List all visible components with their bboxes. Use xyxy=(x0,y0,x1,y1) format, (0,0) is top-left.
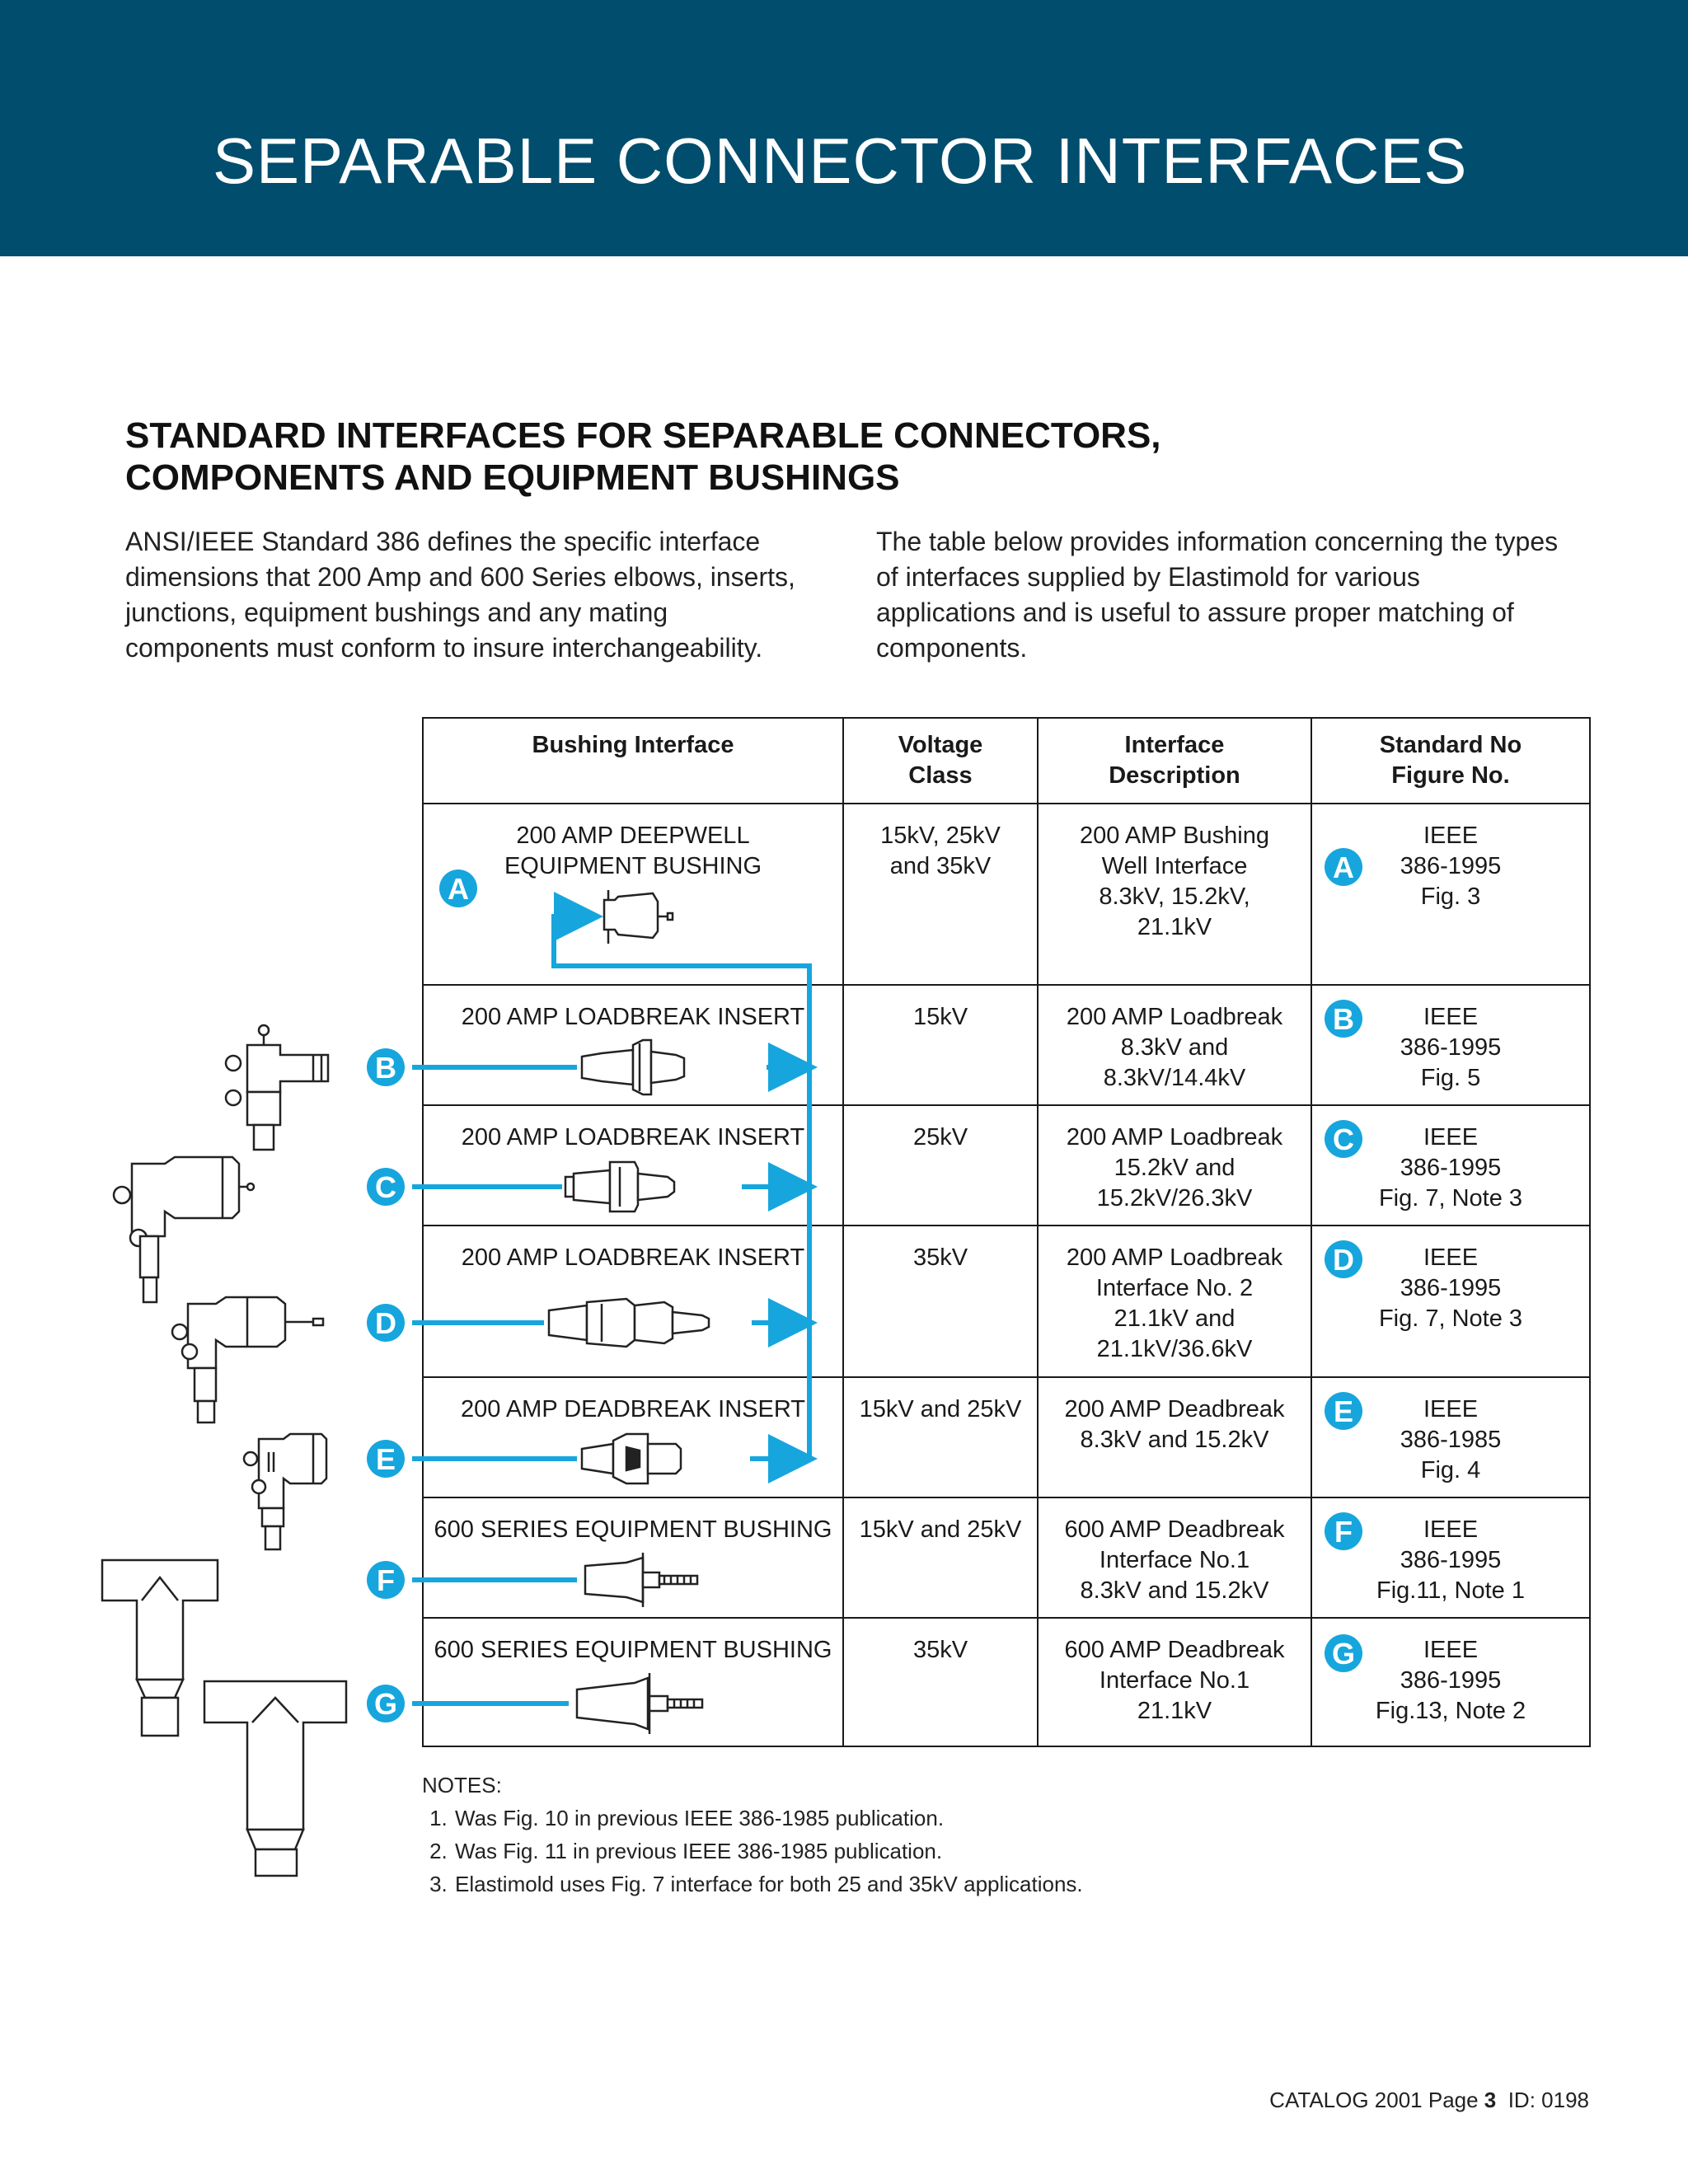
table-row: 200 AMP LOADBREAK INSERT 15kV 200 AMP Lo… xyxy=(422,984,1591,1106)
table-row: 200 AMP LOADBREAK INSERT 35kV 200 AMP Lo… xyxy=(422,1225,1591,1378)
intro-paragraph: ANSI/IEEE Standard 386 defines the speci… xyxy=(125,524,1561,666)
header-bushing-interface: Bushing Interface xyxy=(422,717,844,804)
notes-list: Was Fig. 10 in previous IEEE 386-1985 pu… xyxy=(422,1802,1083,1900)
table-row: 600 SERIES EQUIPMENT BUSHING 35kV 600 AM… xyxy=(422,1617,1591,1747)
table-row: 600 SERIES EQUIPMENT BUSHING 15kV and 25… xyxy=(422,1497,1591,1619)
svg-text:D: D xyxy=(375,1306,396,1340)
cell-voltage: 35kV xyxy=(842,1225,1039,1378)
svg-text:B: B xyxy=(375,1051,396,1085)
cell-bushing: 600 SERIES EQUIPMENT BUSHING xyxy=(422,1497,844,1619)
note-item: Elastimold uses Fig. 7 interface for bot… xyxy=(453,1868,1083,1900)
elbow-connector-b-icon xyxy=(224,1024,330,1151)
cell-voltage: 25kV xyxy=(842,1104,1039,1226)
note-item: Was Fig. 10 in previous IEEE 386-1985 pu… xyxy=(453,1802,1083,1835)
notes: NOTES: Was Fig. 10 in previous IEEE 386-… xyxy=(422,1769,1083,1900)
elbow-connector-d-icon xyxy=(171,1296,325,1424)
table-row: 200 AMP DEADBREAK INSERT 15kV and 25kV 2… xyxy=(422,1376,1591,1498)
intro-text: ANSI/IEEE Standard 386 defines the speci… xyxy=(125,527,1559,663)
svg-text:F: F xyxy=(377,1563,395,1597)
badge-c-left: C xyxy=(367,1168,405,1206)
notes-title: NOTES: xyxy=(422,1773,502,1797)
page-footer: CATALOG 2001 Page 3 ID: 0198 xyxy=(1269,2088,1589,2113)
cell-bushing: 200 AMP DEADBREAK INSERT xyxy=(422,1376,844,1498)
footer-catalog: CATALOG 2001 Page xyxy=(1269,2088,1484,2112)
cell-bushing: 600 SERIES EQUIPMENT BUSHING xyxy=(422,1617,844,1747)
section-title-line-2: COMPONENTS AND EQUIPMENT BUSHINGS xyxy=(125,457,900,498)
cell-voltage: 35kV xyxy=(842,1617,1039,1747)
footer-page-number: 3 xyxy=(1484,2088,1497,2112)
elbow-connector-c-icon xyxy=(112,1155,256,1304)
cell-voltage: 15kV and 25kV xyxy=(842,1376,1039,1498)
note-item: Was Fig. 11 in previous IEEE 386-1985 pu… xyxy=(453,1835,1083,1868)
section-title-line-1: STANDARD INTERFACES FOR SEPARABLE CONNEC… xyxy=(125,415,1161,456)
cell-voltage: 15kV xyxy=(842,984,1039,1106)
page-title: SEPARABLE CONNECTOR INTERFACES xyxy=(213,124,1468,197)
cell-voltage: 15kV and 25kV xyxy=(842,1497,1039,1619)
badge-b-left: B xyxy=(367,1048,405,1086)
cell-bushing: 200 AMP LOADBREAK INSERT xyxy=(422,1104,844,1226)
badge-f-left: F xyxy=(367,1561,405,1599)
cell-bushing: 200 AMP LOADBREAK INSERT xyxy=(422,1225,844,1378)
section-title: STANDARD INTERFACES FOR SEPARABLE CONNEC… xyxy=(125,415,1161,499)
cell-bushing: 200 AMP LOADBREAK INSERT xyxy=(422,984,844,1106)
badge-d-left: D xyxy=(367,1304,405,1342)
elbow-connector-e-icon xyxy=(242,1432,328,1551)
badge-g-left: G xyxy=(367,1685,405,1722)
footer-id: ID: 0198 xyxy=(1496,2088,1589,2112)
badge-e-left: E xyxy=(367,1440,405,1478)
tee-connector-f-icon xyxy=(101,1558,219,1737)
tee-connector-g-icon xyxy=(203,1680,348,1877)
header-banner: SEPARABLE CONNECTOR INTERFACES xyxy=(0,0,1688,256)
elbow-drawings xyxy=(101,1024,348,1877)
svg-text:G: G xyxy=(374,1687,397,1721)
svg-text:E: E xyxy=(376,1442,396,1476)
table-row: 200 AMP LOADBREAK INSERT 25kV 200 AMP Lo… xyxy=(422,1104,1591,1226)
svg-text:C: C xyxy=(375,1170,396,1204)
